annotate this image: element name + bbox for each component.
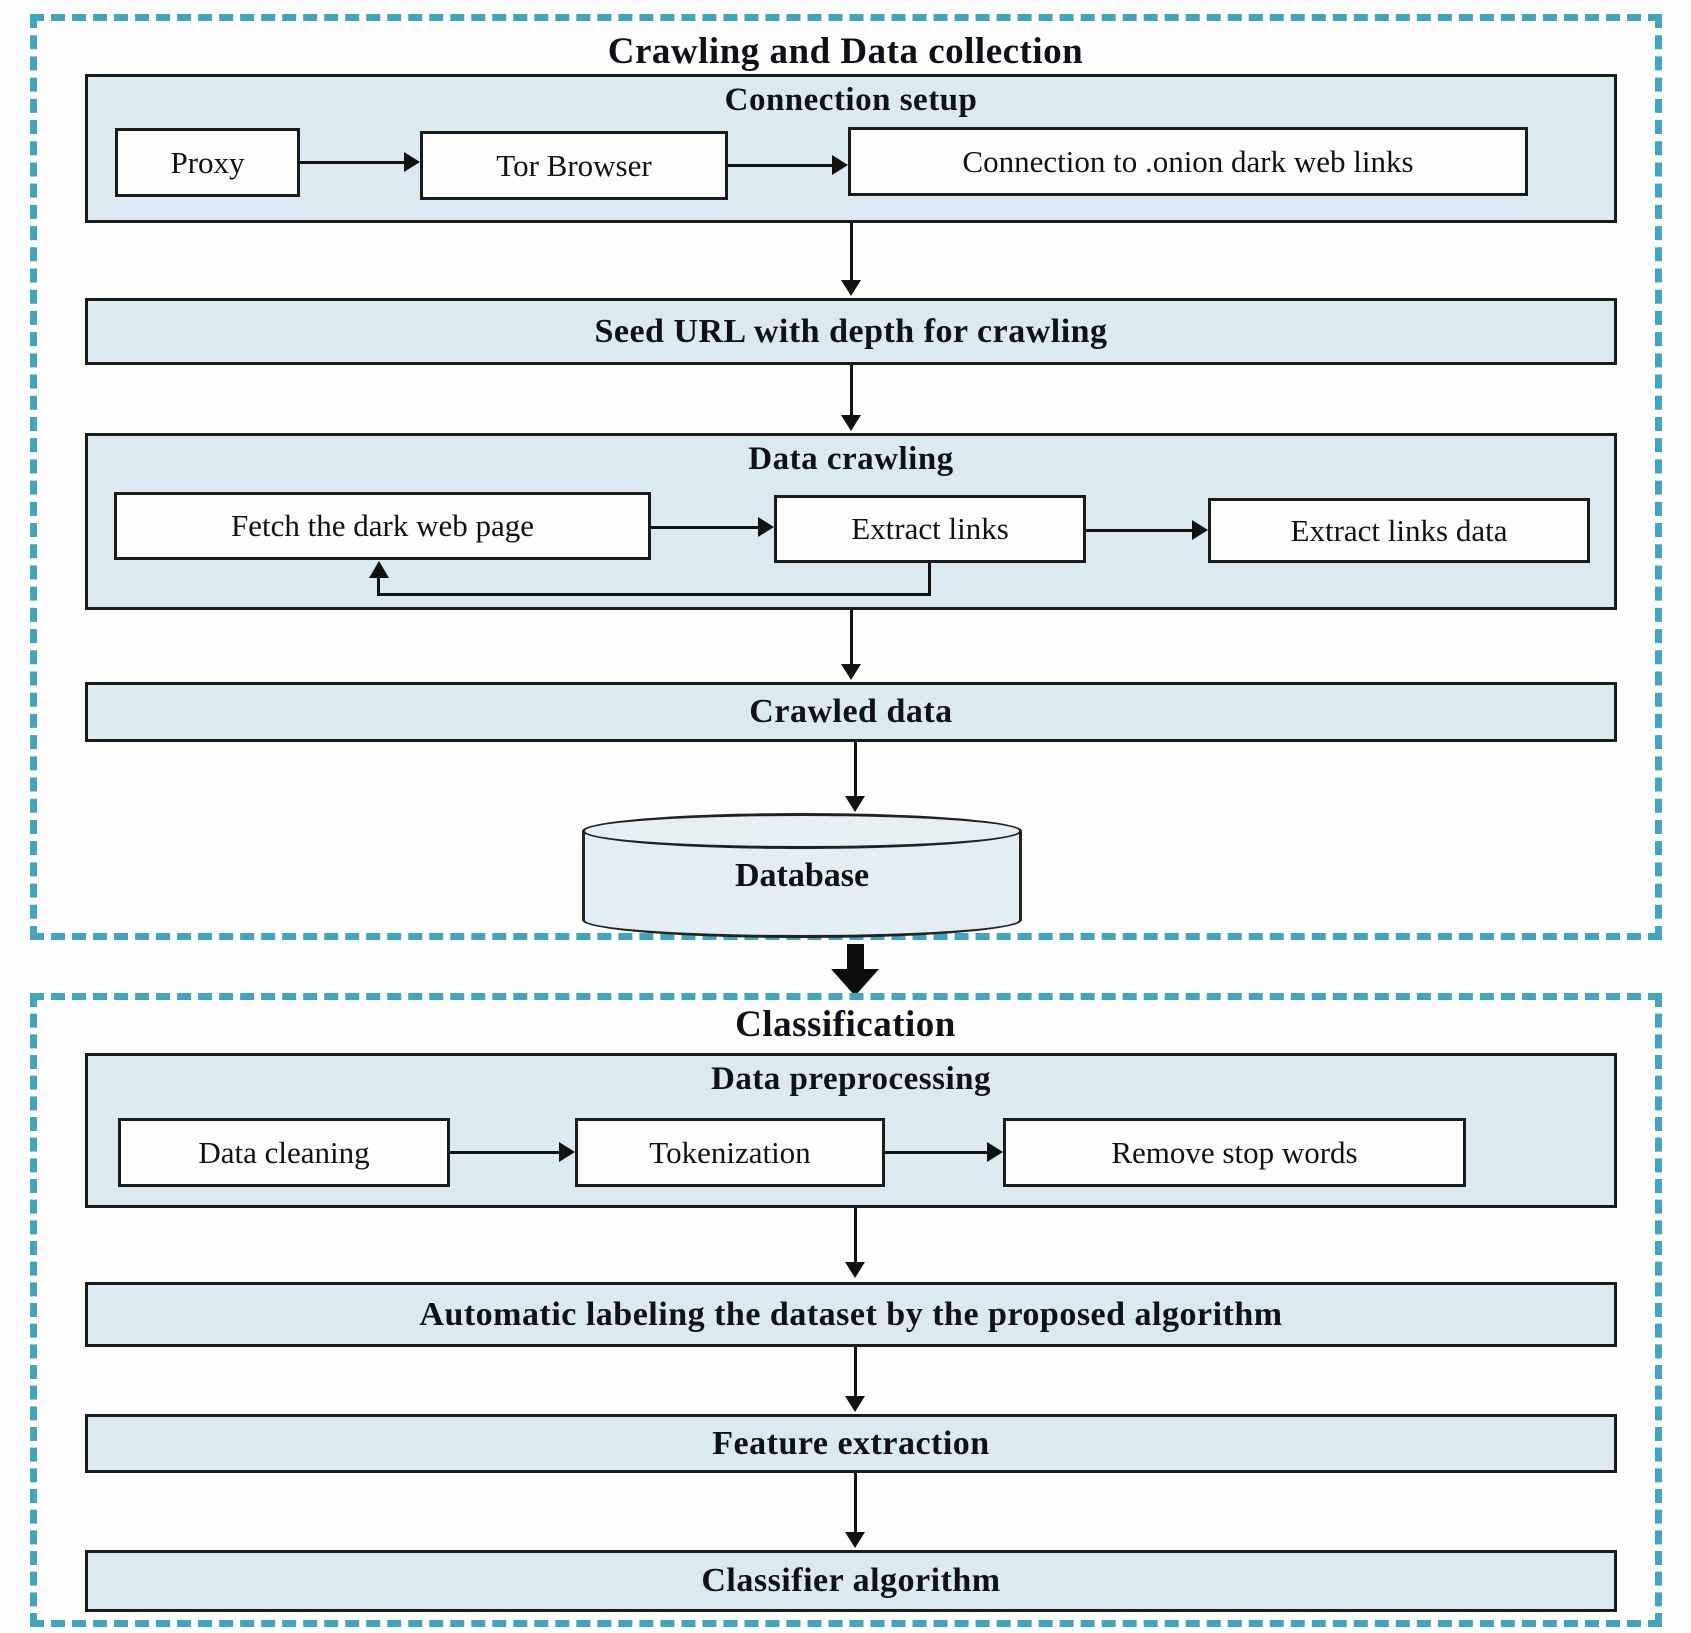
database-label: Database: [734, 857, 870, 894]
tokenization-node: Tokenization: [575, 1118, 885, 1187]
extract-links-data-node: Extract links data: [1208, 498, 1590, 563]
data-crawling-title: Data crawling: [748, 441, 954, 477]
tor-browser-node: Tor Browser: [420, 131, 728, 200]
fetch-page-node: Fetch the dark web page: [114, 492, 651, 560]
arrow-extract-to-data: [1086, 520, 1208, 541]
proxy-node: Proxy: [115, 128, 300, 197]
arrow-preprocessing-to-labeling: [845, 1208, 866, 1278]
arrow-cleaning-to-tokenization: [450, 1142, 575, 1163]
remove-stop-words-node: Remove stop words: [1003, 1118, 1466, 1187]
arrow-seed-to-crawling: [841, 365, 862, 431]
arrow-fetch-to-extract: [651, 517, 774, 538]
arrow-feature-to-classifier: [845, 1473, 866, 1548]
feature-extraction-bar: Feature extraction: [85, 1414, 1617, 1473]
crawled-data-bar: Crawled data: [85, 682, 1617, 742]
automatic-labeling-bar: Automatic labeling the dataset by the pr…: [85, 1282, 1617, 1347]
database-cylinder: Database: [582, 813, 1022, 938]
classifier-algorithm-bar: Classifier algorithm: [85, 1550, 1617, 1612]
classification-section-border: [30, 993, 1662, 1627]
data-preprocessing-title: Data preprocessing: [710, 1061, 992, 1097]
arrow-crawled-to-database: [845, 742, 866, 812]
connection-setup-title: Connection setup: [724, 82, 978, 118]
extract-links-node: Extract links: [774, 495, 1086, 563]
seed-url-bar: Seed URL with depth for crawling: [85, 298, 1617, 365]
crawling-section-title: Crawling and Data collection: [607, 31, 1084, 72]
arrow-proxy-to-tor: [300, 152, 420, 173]
arrow-crawling-to-crawled: [841, 610, 862, 680]
data-cleaning-node: Data cleaning: [118, 1118, 450, 1187]
arrow-tor-to-onion: [728, 155, 848, 176]
classification-section-title: Classification: [735, 1004, 956, 1045]
onion-connection-node: Connection to .onion dark web links: [848, 127, 1528, 196]
arrow-labeling-to-feature: [845, 1347, 866, 1412]
arrow-connection-to-seed: [841, 223, 862, 296]
arrow-tokenization-to-stopwords: [885, 1142, 1003, 1163]
